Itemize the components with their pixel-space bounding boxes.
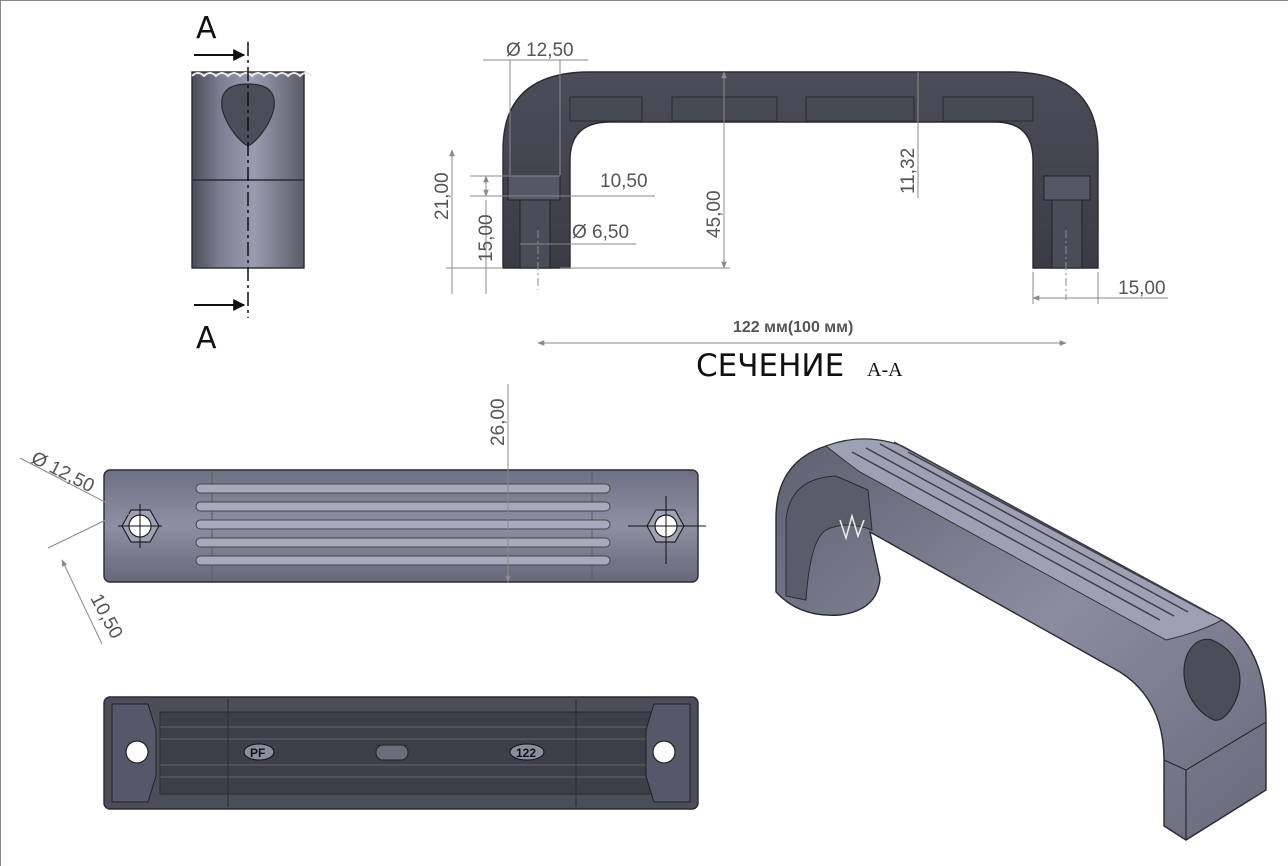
iso-rib bbox=[893, 441, 1201, 609]
dim-length: 122 мм(100 мм) bbox=[733, 319, 853, 336]
rib bbox=[195, 519, 611, 530]
iso-grip-recess bbox=[1183, 638, 1241, 721]
bottom-view: PF 122 bbox=[103, 696, 699, 810]
section-marker-top: A bbox=[196, 11, 217, 46]
dim-26-00: 26,00 bbox=[488, 398, 509, 446]
top-view-ribs bbox=[195, 483, 611, 566]
iso-end-edge bbox=[1163, 721, 1267, 840]
dim-15-00-right: 15,00 bbox=[1118, 278, 1166, 299]
dim-dia-12-50-top: Ø 12,50 bbox=[28, 448, 98, 497]
dim-21-00: 21,00 bbox=[432, 172, 453, 220]
top-view: 26,00 Ø 12,50 10,50 bbox=[19, 384, 706, 645]
mark-122-badge bbox=[509, 743, 545, 761]
mark-pf: PF bbox=[250, 746, 265, 760]
rib bbox=[195, 537, 611, 548]
bottom-view-channel bbox=[159, 711, 661, 795]
end-view-ribs bbox=[191, 72, 313, 78]
rib bbox=[195, 501, 611, 512]
iso-ribs bbox=[851, 441, 1211, 621]
iso-nut-pocket bbox=[839, 513, 865, 541]
center-slot bbox=[375, 744, 409, 761]
dim-dia-12-50-side: Ø 12,50 bbox=[506, 40, 574, 61]
rib bbox=[195, 555, 611, 566]
isometric-view bbox=[775, 438, 1267, 841]
section-title-suffix: А-А bbox=[867, 359, 903, 381]
dim-10-50-side: 10,50 bbox=[600, 171, 648, 192]
rib-slot bbox=[569, 96, 643, 122]
iso-top-grip bbox=[824, 438, 1224, 641]
iso-rib bbox=[879, 443, 1189, 613]
bolt-hole-right bbox=[1051, 199, 1083, 269]
dim-15-00-left: 15,00 bbox=[476, 214, 497, 262]
dim-extension bbox=[47, 517, 111, 549]
section-marker-bottom: A bbox=[196, 321, 217, 356]
dim-45-00: 45,00 bbox=[704, 190, 725, 238]
rib-slot bbox=[805, 96, 915, 122]
mark-pf-badge bbox=[243, 743, 275, 761]
nut-pocket-right bbox=[1043, 175, 1091, 201]
section-title-main: СЕЧЕНИЕ bbox=[696, 348, 844, 384]
dim-dia-6-50: Ø 6,50 bbox=[572, 222, 629, 243]
rib-slot bbox=[942, 96, 1034, 122]
section-title: СЕЧЕНИЕ А-А bbox=[696, 348, 903, 384]
dim-11-32: 11,32 bbox=[898, 148, 919, 194]
dim-line bbox=[61, 559, 103, 645]
mark-122: 122 bbox=[516, 746, 536, 760]
bolt-hole-left bbox=[519, 199, 551, 269]
bolt-hole-bottom-left bbox=[125, 740, 149, 764]
bolt-hole-bottom-right bbox=[652, 740, 676, 764]
rib bbox=[195, 483, 611, 494]
dim-leader bbox=[19, 457, 131, 516]
end-view: A A bbox=[191, 11, 313, 356]
iso-rib bbox=[865, 447, 1175, 617]
dim-10-50-top: 10,50 bbox=[86, 590, 127, 642]
side-section-view: Ø 12,50 10,50 21,00 15,00 Ø 6,50 45,00 1… bbox=[432, 40, 1168, 346]
iso-rib bbox=[907, 451, 1211, 615]
iso-rib bbox=[851, 451, 1161, 621]
iso-inner-arch bbox=[785, 475, 873, 601]
